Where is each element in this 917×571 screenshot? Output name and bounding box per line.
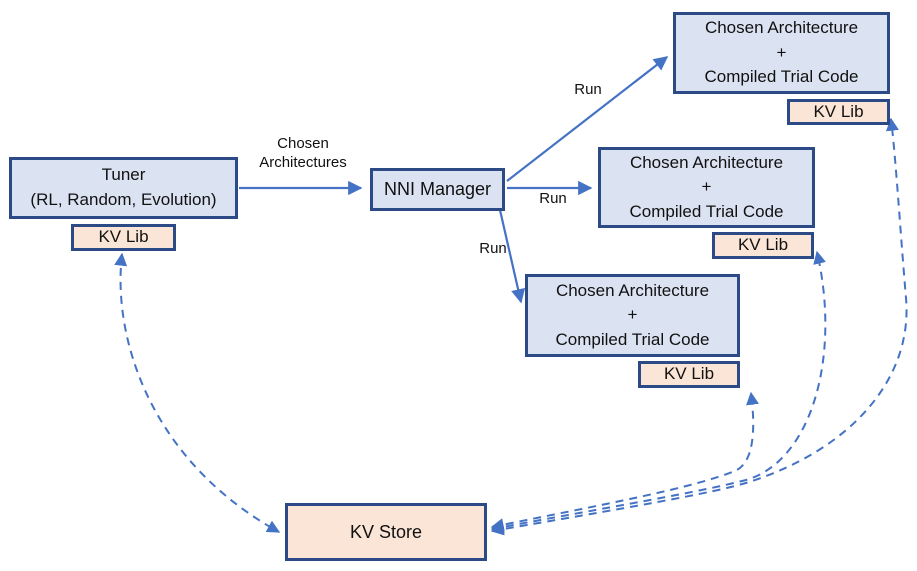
trial-bottom-line3: Compiled Trial Code xyxy=(555,329,710,349)
tuner-kv-lib-label: KV Lib xyxy=(98,227,149,247)
trial-box-bottom: Chosen Architecture + Compiled Trial Cod… xyxy=(525,274,740,357)
dashed-link-tuner-kvlib-kvstore xyxy=(114,252,281,533)
trial-top-line3: Compiled Trial Code xyxy=(704,67,859,87)
trial-bottom-kv-lib-label: KV Lib xyxy=(663,364,715,384)
trial-bottom-kv-lib: KV Lib xyxy=(638,361,740,388)
trial-top-line1: Chosen Architecture xyxy=(704,18,859,38)
trial-bottom-line1: Chosen Architecture xyxy=(555,280,710,300)
trial-box-top: Chosen Architecture + Compiled Trial Cod… xyxy=(673,12,890,94)
tuner-label-line2: (RL, Random, Evolution) xyxy=(30,190,217,209)
nni-manager-box: NNI Manager xyxy=(370,168,505,211)
trial-middle-line3: Compiled Trial Code xyxy=(629,201,784,221)
nni-manager-label: NNI Manager xyxy=(383,179,492,200)
dashed-link-kvstore-trial-bottom-kvlib xyxy=(490,391,759,532)
trial-middle-line2: + xyxy=(701,177,712,197)
label-run-middle: Run xyxy=(539,190,567,207)
trial-top-kv-lib-label: KV Lib xyxy=(813,101,864,121)
trial-top-line2: + xyxy=(776,42,787,62)
label-run-bottom: Run xyxy=(479,240,507,257)
kv-store-label: KV Store xyxy=(349,521,423,542)
kv-store-box: KV Store xyxy=(285,503,487,561)
trial-top-kv-lib: KV Lib xyxy=(787,99,890,125)
trial-middle-kv-lib: KV Lib xyxy=(712,232,814,259)
label-run-top: Run xyxy=(574,81,602,98)
trial-middle-kv-lib-label: KV Lib xyxy=(737,235,789,255)
label-chosen-architectures: Chosen Architectures xyxy=(259,135,347,171)
tuner-kv-lib: KV Lib xyxy=(71,224,176,251)
trial-box-middle: Chosen Architecture + Compiled Trial Cod… xyxy=(598,147,815,228)
trial-middle-line1: Chosen Architecture xyxy=(629,152,784,172)
tuner-label-line1: Tuner xyxy=(101,165,146,185)
dashed-link-kvstore-trial-top-kvlib xyxy=(490,117,908,536)
tuner-box: Tuner (RL, Random, Evolution) xyxy=(9,157,238,219)
trial-bottom-line2: + xyxy=(627,305,638,325)
